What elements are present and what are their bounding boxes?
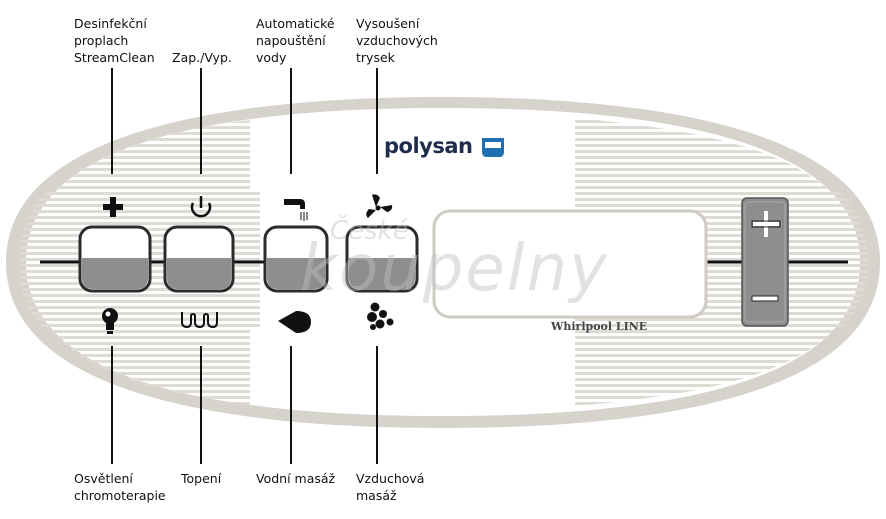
product-name: Whirlpool LINE <box>551 320 648 333</box>
watermark-line1: České <box>330 216 409 246</box>
display-window <box>432 209 708 319</box>
button-power-heating[interactable] <box>163 225 235 293</box>
water-jet-icon <box>278 311 311 333</box>
button-autofill-water-massage[interactable] <box>263 225 329 293</box>
label-auto-fill: Automatické napouštění vody <box>256 16 335 65</box>
temperature-rocker[interactable] <box>741 197 789 327</box>
fan-icon <box>366 194 393 218</box>
label-disinfection: Desinfekční proplach StreamClean <box>74 16 155 65</box>
label-heating: Topení <box>181 471 222 486</box>
power-icon <box>190 196 212 218</box>
label-water-massage: Vodní masáž <box>256 471 336 486</box>
brand-name: polysan <box>384 134 473 158</box>
air-bubbles-icon <box>367 302 394 330</box>
bathtub-logo-icon <box>482 138 504 157</box>
label-power: Zap./Vyp. <box>172 50 232 65</box>
faucet-icon <box>284 199 308 221</box>
label-air-dry: Vysoušení vzduchových trysek <box>356 16 438 65</box>
bulb-icon <box>102 308 118 334</box>
button-airdry-air-massage[interactable] <box>345 225 419 293</box>
minus-icon[interactable] <box>751 295 779 302</box>
plus-icon[interactable] <box>751 211 781 237</box>
watermark-line2: koupelny <box>300 232 609 306</box>
label-air-massage: Vzduchová masáž <box>356 471 425 503</box>
plus-icon <box>103 197 123 217</box>
label-light: Osvětlení chromoterapie <box>74 471 166 503</box>
button-disinfection-light[interactable] <box>78 225 152 293</box>
heating-coil-icon <box>181 312 218 329</box>
